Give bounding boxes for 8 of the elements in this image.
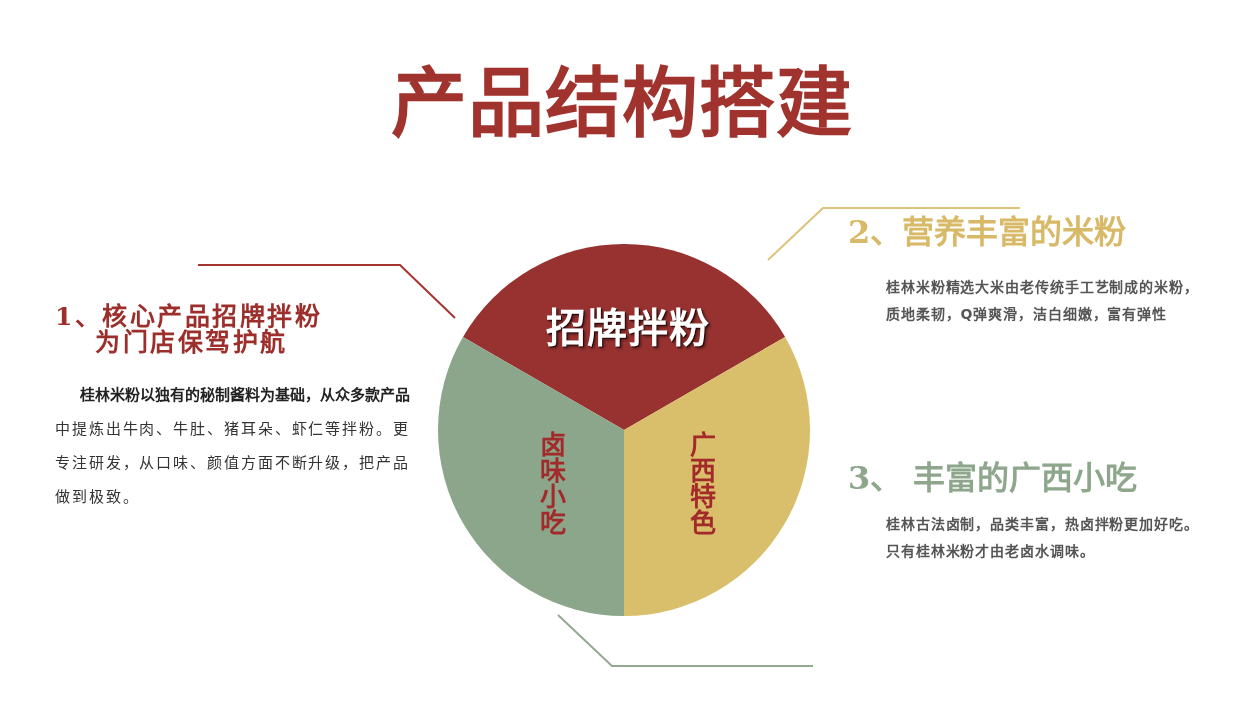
body-text: 桂林米粉以独有的秘制酱料为基础，从众多款产品中提炼出牛肉、牛肚、猪耳朵、虾仁等拌粉。更专注研发，从口味、颜值方面不断升级，把产品做到极致。 bbox=[55, 385, 411, 508]
section-heading: 2、营养丰富的米粉 bbox=[848, 215, 1127, 249]
slice-label: 招牌拌粉 bbox=[546, 308, 710, 348]
section-heading: 1、核心产品招牌拌粉为门店保驾护航 bbox=[55, 304, 324, 356]
body-text: 桂林古法卤制，品类丰富，热卤拌粉更加好吃。只有桂林米粉才由老卤水调味。 bbox=[886, 515, 1200, 561]
title: 产品结构搭建 bbox=[391, 66, 853, 142]
section-heading: 3、 丰富的广西小吃 bbox=[848, 461, 1138, 495]
body-text: 桂林米粉精选大米由老传统手工艺制成的米粉，质地柔韧，Q弹爽滑，洁白细嫩，富有弹性 bbox=[886, 278, 1200, 324]
